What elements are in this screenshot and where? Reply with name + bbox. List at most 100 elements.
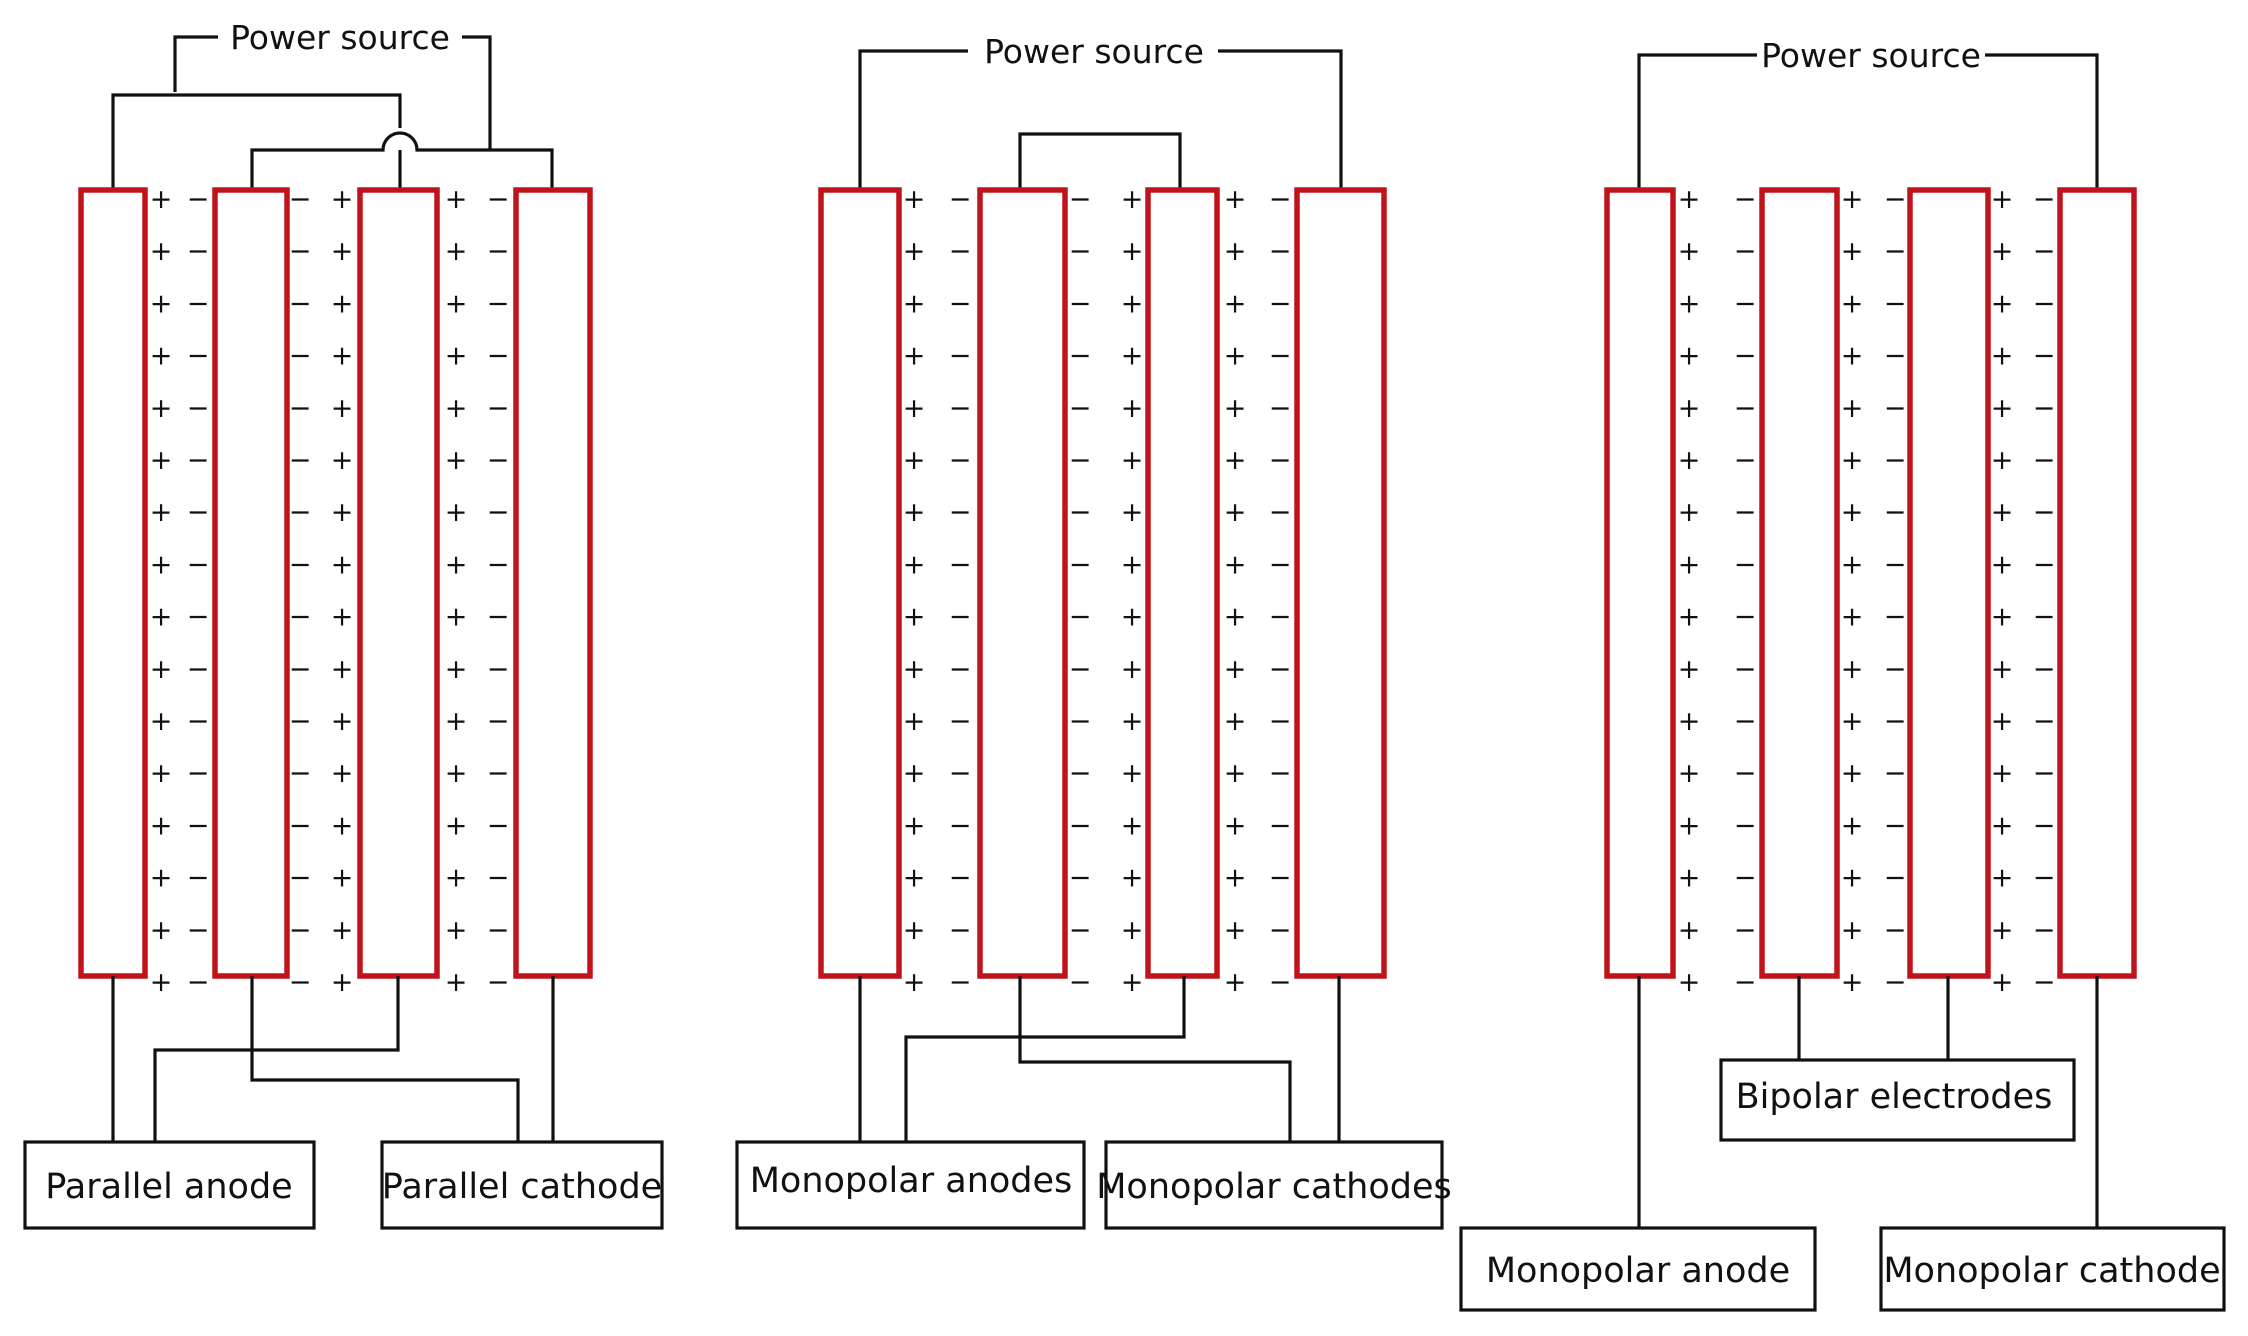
negative-charge-mark: − [2033, 393, 2056, 424]
positive-charge-mark: + [1678, 602, 1701, 633]
negative-charge-mark: − [1269, 445, 1292, 476]
negative-charge-mark: − [187, 602, 210, 633]
positive-charge-mark: + [1991, 863, 2014, 894]
positive-charge-mark: + [1224, 654, 1247, 685]
negative-charge-mark: − [1069, 549, 1092, 580]
positive-charge-mark: + [445, 288, 468, 319]
positive-charge-mark: + [331, 706, 354, 737]
negative-charge-mark: − [1069, 706, 1092, 737]
negative-charge-mark: − [1069, 602, 1092, 633]
positive-charge-mark: + [445, 863, 468, 894]
negative-charge-mark: − [187, 288, 210, 319]
positive-charge-mark: + [1841, 863, 1864, 894]
electrode-m2 [977, 187, 1068, 979]
positive-charge-mark: + [150, 288, 173, 319]
positive-charge-mark: + [331, 810, 354, 841]
negative-charge-mark: − [187, 810, 210, 841]
negative-charge-mark: − [1734, 654, 1757, 685]
positive-charge-mark: + [1991, 236, 2014, 267]
positive-charge-mark: + [1678, 706, 1701, 737]
positive-charge-mark: + [445, 341, 468, 372]
positive-charge-mark: + [1991, 549, 2014, 580]
positive-charge-mark: + [903, 915, 926, 946]
monopolar-cathodes-box [1104, 1140, 1444, 1230]
negative-charge-mark: − [1884, 758, 1907, 789]
negative-charge-mark: − [187, 236, 210, 267]
electrode-p3 [357, 187, 440, 979]
parallel-cathode-box [380, 1140, 664, 1230]
negative-charge-mark: − [1884, 915, 1907, 946]
parallel-cathode-label: Parallel cathode [382, 1167, 662, 1207]
positive-charge-mark: + [1121, 549, 1144, 580]
positive-charge-mark: + [1991, 602, 2014, 633]
positive-charge-mark: + [1121, 810, 1144, 841]
negative-charge-mark: − [1269, 236, 1292, 267]
positive-charge-mark: + [1841, 236, 1864, 267]
positive-charge-mark: + [150, 341, 173, 372]
negative-charge-mark: − [187, 445, 210, 476]
negative-charge-mark: − [1069, 393, 1092, 424]
negative-charge-mark: − [1069, 915, 1092, 946]
negative-charge-mark: − [289, 184, 312, 215]
negative-charge-mark: − [949, 602, 972, 633]
positive-charge-mark: + [1991, 654, 2014, 685]
electrode-b4 [2057, 187, 2137, 979]
positive-charge-mark: + [1841, 393, 1864, 424]
power-source-label-monopolar: Power source [984, 32, 1204, 71]
positive-charge-mark: + [331, 967, 354, 998]
positive-charge-mark: + [445, 236, 468, 267]
positive-charge-mark: + [1991, 288, 2014, 319]
monopolar-anode-box [1459, 1226, 1817, 1312]
negative-charge-mark: − [949, 341, 972, 372]
positive-charge-mark: + [1121, 915, 1144, 946]
electrode-m4 [1294, 187, 1387, 979]
negative-charge-mark: − [1069, 810, 1092, 841]
positive-charge-mark: + [1224, 758, 1247, 789]
positive-charge-mark: + [150, 497, 173, 528]
negative-charge-mark: − [187, 915, 210, 946]
positive-charge-mark: + [1224, 967, 1247, 998]
negative-charge-mark: − [1269, 497, 1292, 528]
negative-charge-mark: − [289, 236, 312, 267]
positive-charge-mark: + [1224, 393, 1247, 424]
electrode-p1 [78, 187, 148, 979]
negative-charge-mark: − [1734, 863, 1757, 894]
parallel-anode-box [23, 1140, 316, 1230]
positive-charge-mark: + [445, 445, 468, 476]
positive-charge-mark: + [1678, 236, 1701, 267]
positive-charge-mark: + [1224, 810, 1247, 841]
negative-charge-mark: − [1734, 706, 1757, 737]
negative-charge-mark: − [949, 654, 972, 685]
negative-charge-mark: − [949, 236, 972, 267]
positive-charge-mark: + [1991, 706, 2014, 737]
positive-charge-mark: + [903, 497, 926, 528]
negative-charge-mark: − [1884, 184, 1907, 215]
positive-charge-mark: + [903, 654, 926, 685]
electrodes-parallel [78, 187, 593, 979]
negative-charge-mark: − [1884, 654, 1907, 685]
monopolar-cathodes-label: Monopolar cathodes [1096, 1167, 1452, 1207]
monopolar-cathode-label: Monopolar cathode [1883, 1251, 2220, 1291]
monopolar-anodes-box [735, 1140, 1086, 1230]
positive-charge-mark: + [1841, 967, 1864, 998]
bipolar-electrodes-label: Bipolar electrodes [1736, 1077, 2053, 1117]
negative-charge-mark: − [487, 915, 510, 946]
positive-charge-mark: + [331, 445, 354, 476]
negative-charge-mark: − [1269, 706, 1292, 737]
positive-charge-mark: + [331, 549, 354, 580]
negative-charge-mark: − [2033, 184, 2056, 215]
positive-charge-mark: + [1121, 393, 1144, 424]
negative-charge-mark: − [2033, 341, 2056, 372]
negative-charge-mark: − [289, 967, 312, 998]
negative-charge-mark: − [1734, 758, 1757, 789]
negative-charge-mark: − [289, 549, 312, 580]
panel-monopolar: Power source Monopolar anodes Monopolar … [735, 32, 1452, 1230]
negative-charge-mark: − [487, 967, 510, 998]
negative-charge-mark: − [1734, 602, 1757, 633]
positive-charge-mark: + [1841, 497, 1864, 528]
negative-charge-mark: − [1884, 863, 1907, 894]
negative-charge-mark: − [949, 810, 972, 841]
positive-charge-mark: + [445, 549, 468, 580]
positive-charge-mark: + [150, 758, 173, 789]
negative-charge-mark: − [1069, 184, 1092, 215]
